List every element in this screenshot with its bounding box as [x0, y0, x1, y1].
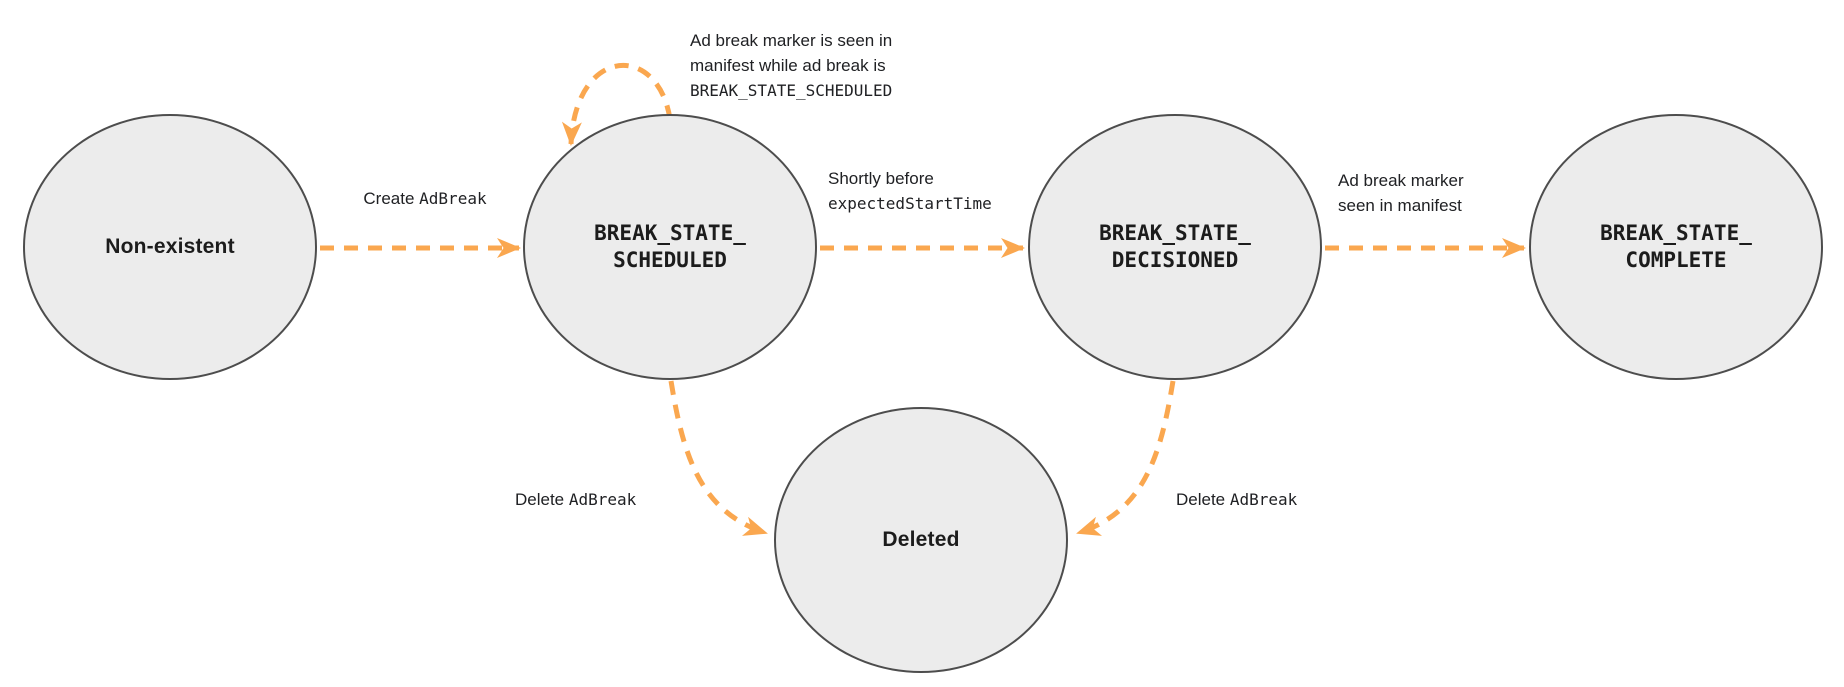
edge-label-self-loop-code: BREAK_STATE_SCHEDULED — [690, 81, 893, 100]
edge-label-self-loop-line1: Ad break marker is seen in — [690, 31, 893, 50]
node-non-existent: Non-existent — [23, 114, 317, 380]
node-break-state-complete-label-line2: COMPLETE — [1625, 248, 1727, 272]
edge-label-marker-seen-line2: seen in manifest — [1338, 196, 1462, 215]
edge-label-shortly-before-code: expectedStartTime — [828, 194, 992, 213]
edge-label-self-loop: Ad break marker is seen in manifest whil… — [690, 28, 892, 103]
node-break-state-decisioned-label-line2: DECISIONED — [1111, 248, 1239, 272]
node-break-state-scheduled-label: BREAK_STATE_ SCHEDULED — [594, 220, 746, 274]
edge-label-shortly-before: Shortly before expectedStartTime — [828, 166, 992, 216]
edge-label-delete-left-text: Delete — [515, 490, 565, 509]
node-deleted-label: Deleted — [882, 528, 960, 551]
node-break-state-complete-label-line1: BREAK_STATE_ — [1600, 221, 1752, 245]
edge-label-delete-right-text: Delete — [1176, 490, 1226, 509]
edge-label-create-text: Create — [363, 189, 415, 208]
node-break-state-complete-label: BREAK_STATE_ COMPLETE — [1600, 220, 1752, 274]
edge-scheduled-to-deleted — [668, 380, 768, 536]
node-break-state-decisioned-label-line1: BREAK_STATE_ — [1099, 221, 1251, 245]
edge-label-delete-left: Delete AdBreak — [515, 487, 636, 512]
node-break-state-decisioned-label: BREAK_STATE_ DECISIONED — [1099, 220, 1251, 274]
node-deleted: Deleted — [774, 407, 1068, 673]
edge-label-delete-right-code: AdBreak — [1229, 490, 1298, 509]
node-non-existent-label: Non-existent — [105, 235, 235, 258]
edge-label-marker-seen: Ad break marker seen in manifest — [1338, 168, 1464, 218]
edge-label-marker-seen-line1: Ad break marker — [1338, 171, 1464, 190]
edge-label-delete-right: Delete AdBreak — [1176, 487, 1297, 512]
edge-label-self-loop-line2: manifest while ad break is — [690, 56, 886, 75]
edge-label-create-adbreak: Create AdBreak — [330, 186, 520, 211]
node-break-state-scheduled-label-line1: BREAK_STATE_ — [594, 221, 746, 245]
edge-label-shortly-before-text: Shortly before — [828, 169, 934, 188]
edge-label-delete-left-code: AdBreak — [568, 490, 637, 509]
node-break-state-decisioned: BREAK_STATE_ DECISIONED — [1028, 114, 1322, 380]
edge-decisioned-to-deleted — [1076, 380, 1176, 536]
node-break-state-scheduled: BREAK_STATE_ SCHEDULED — [523, 114, 817, 380]
node-break-state-scheduled-label-line2: SCHEDULED — [613, 248, 727, 272]
edge-self-loop-scheduled — [561, 62, 673, 146]
edge-label-create-code: AdBreak — [419, 189, 487, 208]
node-break-state-complete: BREAK_STATE_ COMPLETE — [1529, 114, 1823, 380]
